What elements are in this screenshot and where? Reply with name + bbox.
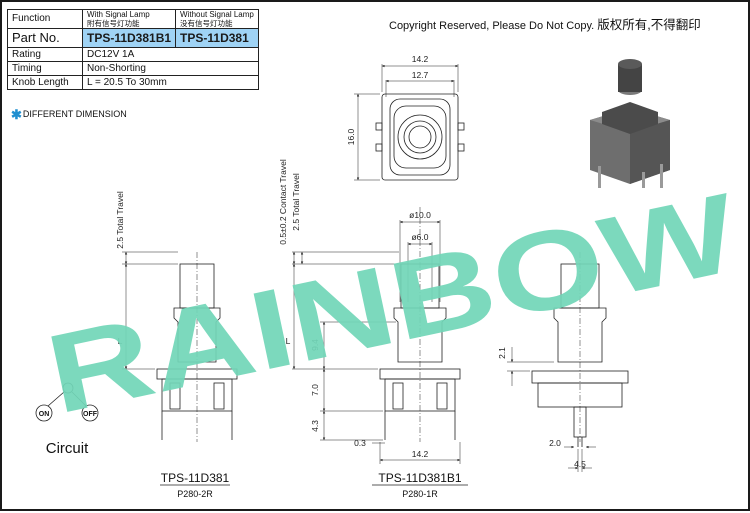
caption-mid-code: P280-1R	[402, 489, 438, 499]
top-view-knob-inner	[408, 125, 432, 149]
dim-left-total-travel: 2.5 Total Travel	[115, 191, 125, 249]
spec-row-part-no: Part No. TPS-11D381B1 TPS-11D381	[7, 28, 259, 48]
caption-mid-model: TPS-11D381B1	[378, 471, 461, 485]
without-lamp-en: Without Signal Lamp	[180, 10, 254, 19]
dim-right-2-0: 2.0	[549, 438, 561, 448]
copyright-en: Copyright Reserved, Please Do Not Copy.	[389, 20, 595, 32]
right-actuator	[553, 307, 607, 363]
dim-top-width-inner: 12.7	[412, 70, 429, 80]
with-lamp-cn: 附有信号灯功能	[87, 19, 140, 28]
dim-mid-length: L	[286, 336, 291, 346]
knob-length-value: L = 20.5 To 30mm	[82, 75, 259, 90]
dim-mid-4-3: 4.3	[310, 420, 320, 432]
dim-mid-contact-travel: 0.5±0.2 Contact Travel	[278, 159, 288, 245]
dim-top-height: 16.0	[346, 128, 356, 145]
dim-mid-0-3: 0.3	[354, 438, 366, 448]
dim-right-2-1: 2.1	[497, 347, 507, 359]
copyright-cn: 版权所有,不得翻印	[597, 18, 701, 32]
top-view-inner-body	[389, 98, 451, 176]
left-inner-slot-b	[213, 382, 225, 410]
switch-3d-render	[590, 59, 670, 188]
top-view-knob-outer	[397, 114, 443, 160]
left-side-view	[122, 251, 238, 442]
top-view	[354, 64, 465, 181]
dim-mid-dia-6: ø6.0	[411, 232, 428, 242]
mid-actuator	[393, 307, 447, 363]
top-view-outer-body	[381, 93, 459, 181]
dim-top-width-outer: 14.2	[412, 54, 429, 64]
mid-housing	[384, 378, 456, 412]
top-view-cap-frame	[393, 105, 447, 169]
copyright-notice: Copyright Reserved, Please Do Not Copy. …	[389, 14, 701, 33]
left-housing	[161, 378, 233, 412]
caption-left-model: TPS-11D381	[161, 471, 230, 485]
mid-inner-slot-b	[436, 382, 448, 410]
rainbow-watermark: RAINBOW	[37, 169, 748, 437]
circuit-off-node	[81, 404, 99, 422]
different-dimension-note: ✱DIFFERENT DIMENSION	[11, 107, 127, 123]
mid-inner-slot-a	[392, 382, 404, 410]
top-view-knob-mid	[403, 120, 437, 154]
dim-right-4-5: 4.5	[574, 459, 586, 469]
top-view-left-tab	[375, 122, 383, 131]
right-terminal	[573, 406, 587, 438]
part-no-without-lamp: TPS-11D381	[175, 28, 259, 48]
circuit-diagram	[35, 382, 99, 422]
different-dimension-text: DIFFERENT DIMENSION	[22, 109, 127, 119]
spec-row-knob: Knob Length L = 20.5 To 30mm	[7, 75, 259, 90]
spec-row-function: Function With Signal Lamp 附有信号灯功能 Withou…	[7, 9, 259, 29]
left-actuator	[173, 307, 221, 363]
top-view-right-tab	[457, 122, 465, 131]
asterisk-icon: ✱	[11, 107, 22, 122]
dim-mid-9-4: 9.4	[310, 339, 320, 351]
dim-mid-14-2: 14.2	[412, 449, 429, 459]
top-view-right-tab-2	[457, 143, 465, 152]
dim-left-length: L	[118, 336, 123, 346]
with-lamp-en: With Signal Lamp	[87, 10, 150, 19]
middle-view	[292, 207, 461, 464]
spec-table: Function With Signal Lamp 附有信号灯功能 Withou…	[7, 9, 259, 90]
circuit-off-label: OFF	[83, 411, 98, 418]
without-lamp-cn: 没有信号灯功能	[180, 19, 233, 28]
top-view-left-tab-2	[375, 143, 383, 152]
knob-length-label: Knob Length	[7, 75, 83, 90]
circuit-caption: Circuit	[46, 440, 89, 457]
dim-mid-total-travel: 2.5 Total Travel	[291, 173, 301, 231]
dim-mid-7-0: 7.0	[310, 384, 320, 396]
right-side-view	[507, 252, 629, 472]
left-inner-slot-a	[169, 382, 181, 410]
circuit-on-node	[35, 404, 53, 422]
dim-mid-dia-10: ø10.0	[409, 210, 431, 220]
caption-left-code: P280-2R	[177, 489, 213, 499]
circuit-on-label: ON	[39, 411, 50, 418]
circuit-common-node	[62, 382, 74, 394]
part-no-with-lamp: TPS-11D381B1	[81, 28, 177, 48]
